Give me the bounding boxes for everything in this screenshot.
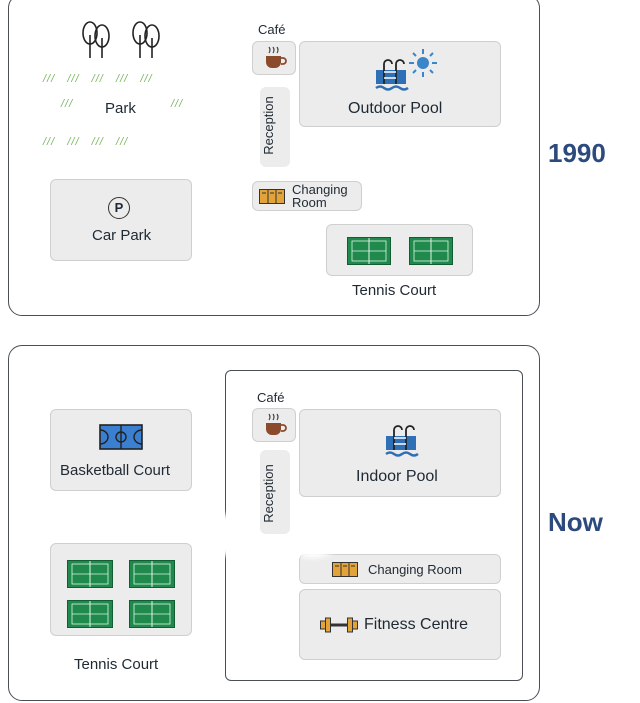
parking-icon: P (108, 197, 130, 219)
outdoor-pool-area: Outdoor Pool (299, 41, 501, 127)
tennis-court-icon (67, 600, 113, 628)
changing-room-area: Changing Room (252, 181, 362, 211)
changing-room-label-line2: Room (292, 195, 327, 210)
tennis-court-icon (129, 600, 175, 628)
cafe-label: Café (258, 22, 286, 37)
park-label: Park (105, 100, 136, 117)
map-1990-panel: /// /// /// /// /// /// /// /// /// /// … (8, 0, 540, 316)
changing-room-label: Changing Room (368, 562, 462, 577)
locker-icon (259, 189, 285, 204)
grass-icon: /// /// /// /// (43, 136, 129, 148)
tennis-court-label: Tennis Court (74, 656, 159, 673)
basketball-court-label: Basketball Court (60, 462, 171, 479)
changing-room-label-line1: Changing (292, 182, 348, 197)
reception-label: Reception (260, 96, 276, 155)
reception-area: Reception (260, 87, 290, 167)
tree-icon (82, 21, 160, 58)
grass-icon: /// (61, 98, 74, 110)
car-park-area: P Car Park (50, 179, 192, 261)
sun-icon (409, 49, 437, 77)
grass-icon: /// /// /// /// /// (43, 73, 153, 85)
year-label-1990: 1990 (548, 138, 606, 168)
tennis-courts-area (50, 543, 192, 636)
pool-ladder-icon (385, 425, 419, 457)
smudge (201, 133, 239, 179)
reception-area: Reception (260, 450, 290, 534)
basketball-court-icon (99, 424, 143, 450)
tennis-court-area (326, 224, 473, 276)
tennis-court-icon (409, 237, 453, 265)
cafe-area (252, 408, 296, 442)
reception-label: Reception (260, 464, 276, 523)
cafe-area (252, 41, 296, 75)
changing-room-area: Changing Room (299, 554, 501, 584)
year-label-now: Now (548, 507, 603, 537)
coffee-cup-icon (266, 413, 287, 435)
dumbbell-icon (320, 617, 358, 633)
cafe-label: Café (257, 390, 285, 405)
car-park-label: Car Park (92, 227, 152, 244)
tennis-court-icon (67, 560, 113, 588)
fitness-centre-area: Fitness Centre (299, 589, 501, 660)
parking-symbol: P (114, 200, 124, 215)
smudge (205, 514, 255, 556)
tennis-court-icon (129, 560, 175, 588)
indoor-pool-area: Indoor Pool (299, 409, 501, 497)
pool-ladder-icon (375, 59, 409, 91)
indoor-pool-label: Indoor Pool (356, 468, 438, 485)
tennis-court-icon (347, 237, 391, 265)
fitness-centre-label: Fitness Centre (364, 616, 469, 633)
map-now-panel: Basketball Court Tennis Court (8, 345, 540, 701)
coffee-cup-icon (266, 46, 287, 68)
tennis-court-label: Tennis Court (352, 282, 437, 299)
outdoor-pool-label: Outdoor Pool (348, 100, 443, 117)
basketball-court-area: Basketball Court (50, 409, 192, 491)
grass-icon: /// (171, 98, 184, 110)
smudge (291, 532, 335, 558)
locker-icon (332, 562, 358, 577)
